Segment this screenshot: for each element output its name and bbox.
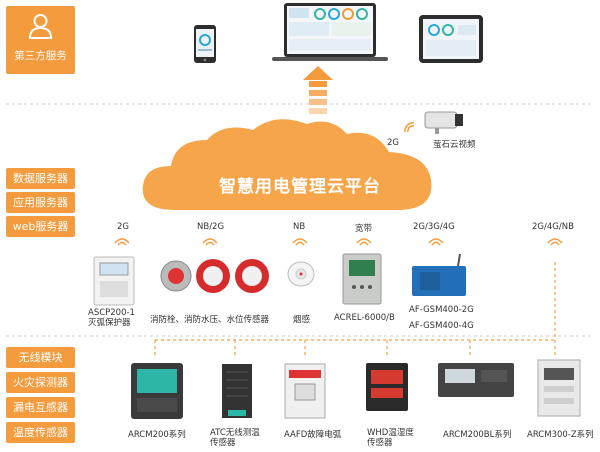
arcm200-label: ARCM200系列 xyxy=(128,430,186,440)
acrel-panel-icon xyxy=(342,253,382,305)
smoke-detector-icon xyxy=(287,261,315,287)
band-acrel: 宽带 xyxy=(355,224,373,234)
pressure-sensors-icon xyxy=(160,259,269,293)
sensors-label: 消防栓、消防水压、水位传感器 xyxy=(150,315,270,325)
wifi-icon xyxy=(547,238,563,246)
band-right: 2G/4G/NB xyxy=(532,222,574,232)
arcm300-device-icon xyxy=(537,359,581,417)
third-party-label: 第三方服务 xyxy=(14,50,67,62)
gsm-module-icon xyxy=(412,254,466,296)
wifi-icon xyxy=(428,238,444,246)
wifi-icon xyxy=(292,238,308,246)
tablet-icon xyxy=(419,15,483,63)
band-smoke: NB xyxy=(293,222,306,232)
aafd-label: AAFD故障电弧 xyxy=(284,430,342,440)
arcm200-device-icon xyxy=(131,363,183,419)
wifi-icon xyxy=(114,238,130,246)
atc-label: ATC无线测温 传感器 xyxy=(210,428,260,448)
gsm-label-2g: AF-GSM400-2G xyxy=(409,305,474,315)
user-icon xyxy=(28,14,53,39)
gsm-label-4g: AF-GSM400-4G xyxy=(409,321,474,331)
fire-detector-label: 火灾探测器 xyxy=(6,372,75,393)
laptop-icon xyxy=(272,3,388,61)
whd-sensor-icon xyxy=(366,363,408,411)
band-sensors: NB/2G xyxy=(197,222,225,232)
leakage-transformer-label: 漏电互感器 xyxy=(6,397,75,418)
temperature-sensor-label: 温度传感器 xyxy=(6,422,75,443)
phone-icon xyxy=(194,25,216,63)
wifi-icon xyxy=(404,122,415,133)
band-ascp: 2G xyxy=(117,222,129,232)
ascp-label: ASCP200-1 灭弧保护器 xyxy=(88,308,135,328)
wifi-icon xyxy=(202,238,218,246)
acrel-label: ACREL-6000/B xyxy=(334,313,395,323)
arcm200bl-device-icon xyxy=(438,363,514,397)
arc-protector-device-icon xyxy=(93,256,135,306)
band-gsm: 2G/3G/4G xyxy=(413,222,455,232)
wireless-module-label: 无线模块 xyxy=(6,347,75,368)
smoke-label: 烟感 xyxy=(293,315,311,325)
aafd-device-icon xyxy=(284,363,326,419)
platform-title: 智慧用电管理云平台 xyxy=(219,177,381,197)
web-server-label: web服务器 xyxy=(6,216,75,237)
camera-band-label: 2G xyxy=(387,138,399,148)
cloud-platform-shape xyxy=(142,119,432,210)
arcm300-label: ARCM300-Z系列 xyxy=(527,430,594,440)
atc-sensor-icon xyxy=(222,364,252,418)
whd-label: WHD温湿度 传感器 xyxy=(367,428,414,448)
third-party-box: 第三方服务 xyxy=(6,6,75,74)
arcm200bl-label: ARCM200BL系列 xyxy=(443,430,512,440)
camera-label: 萤石云视频 xyxy=(433,140,476,150)
camera-icon xyxy=(424,111,463,134)
data-server-label: 数据服务器 xyxy=(6,168,75,189)
wifi-icon xyxy=(356,238,372,246)
upload-arrow-icon xyxy=(303,66,333,114)
app-server-label: 应用服务器 xyxy=(6,192,75,213)
